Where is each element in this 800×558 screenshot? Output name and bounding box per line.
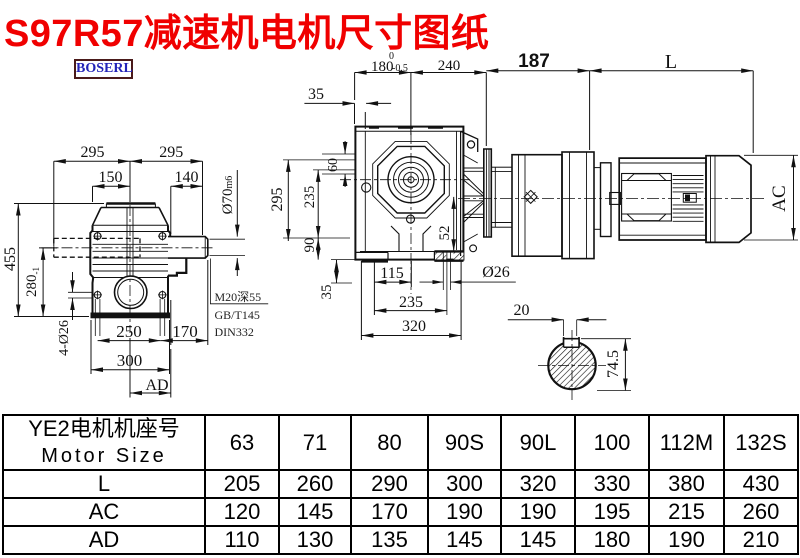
svg-text:140: 140 <box>175 169 199 186</box>
svg-text:60: 60 <box>326 158 341 172</box>
svg-text:235: 235 <box>399 294 423 311</box>
svg-text:455: 455 <box>2 247 19 271</box>
svg-text:280-1: 280-1 <box>24 267 41 297</box>
svg-text:0: 0 <box>389 51 394 62</box>
svg-text:GB/T145: GB/T145 <box>215 308 260 322</box>
svg-text:L: L <box>665 51 677 73</box>
svg-text:150: 150 <box>99 169 123 186</box>
svg-text:170: 170 <box>172 322 198 341</box>
svg-text:35: 35 <box>319 285 335 300</box>
svg-text:35: 35 <box>308 86 324 103</box>
svg-text:AC: AC <box>769 185 790 211</box>
svg-text:74.5: 74.5 <box>605 350 622 378</box>
svg-text:M20深55: M20深55 <box>215 290 262 304</box>
svg-text:115: 115 <box>380 265 403 282</box>
svg-text:187: 187 <box>518 51 550 72</box>
svg-text:AD: AD <box>145 377 168 394</box>
svg-text:Ø70m6: Ø70m6 <box>220 176 236 215</box>
svg-text:300: 300 <box>117 351 143 370</box>
svg-text:295: 295 <box>159 144 183 161</box>
svg-text:320: 320 <box>402 318 426 335</box>
svg-text:52: 52 <box>437 226 453 241</box>
svg-text:295: 295 <box>269 188 286 212</box>
svg-text:20: 20 <box>514 302 530 319</box>
svg-text:235: 235 <box>302 186 318 209</box>
svg-text:4-Ø26: 4-Ø26 <box>57 320 72 356</box>
svg-text:240: 240 <box>438 58 461 74</box>
svg-text:Ø26: Ø26 <box>482 264 510 281</box>
svg-text:DIN332: DIN332 <box>215 325 254 339</box>
svg-text:180: 180 <box>371 59 394 75</box>
svg-text:90: 90 <box>302 238 318 253</box>
svg-text:250: 250 <box>116 322 142 341</box>
svg-text:-0.5: -0.5 <box>392 63 408 74</box>
svg-text:295: 295 <box>81 144 105 161</box>
